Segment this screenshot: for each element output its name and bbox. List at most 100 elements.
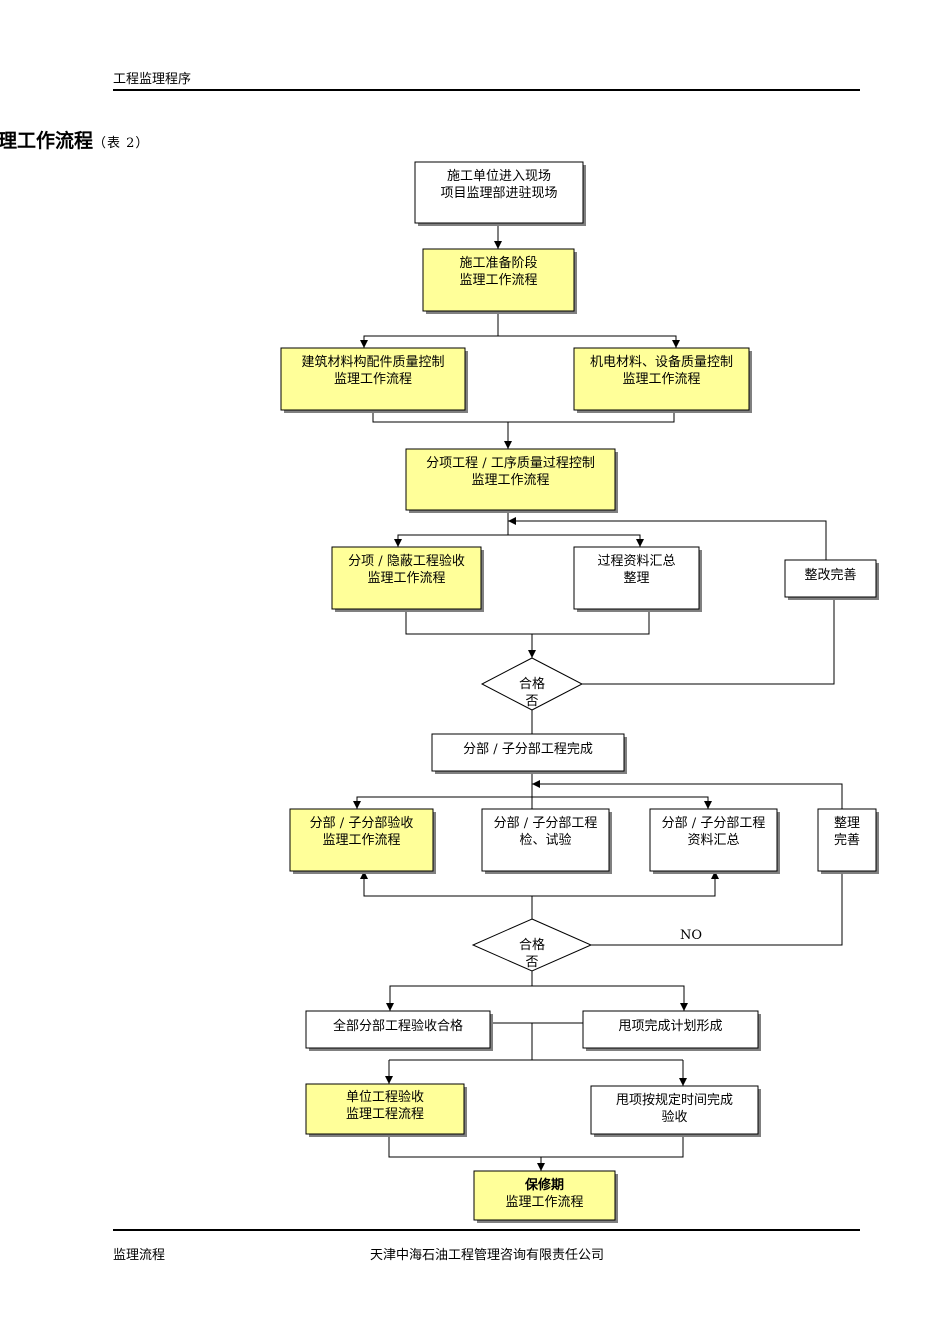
rectify-2-line-1: 整理: [834, 816, 860, 831]
building-material-line-2: 监理工作流程: [334, 372, 412, 387]
pending-done-line-1: 甩项按规定时间完成: [616, 1093, 733, 1108]
division-accept-box: [289, 808, 434, 872]
prep-stage-line-2: 监理工作流程: [459, 273, 537, 288]
enter-site-line-1: 施工单位进入现场: [447, 169, 551, 184]
qualified-2-line-2: 否: [525, 955, 538, 970]
node-division-complete: 分部 / 子分部工程完成: [431, 733, 627, 774]
subitem-process-line-2: 监理工作流程: [471, 473, 549, 488]
no-label: NO: [680, 928, 702, 943]
unit-accept-line-1: 单位工程验收: [346, 1089, 424, 1105]
building-material-box: [280, 347, 466, 411]
subitem-process-box: [405, 448, 616, 511]
pending-plan-box: [582, 1010, 759, 1049]
node-rectify: 整改完善: [784, 559, 879, 600]
pending-plan-line-1: 甩项完成计划形成: [618, 1019, 722, 1034]
connector-11: [582, 597, 835, 685]
connector-9: [405, 609, 650, 635]
division-accept-line-1: 分部 / 子分部验收: [310, 815, 414, 831]
connector-13: [353, 771, 533, 809]
mep-material-line-1: 机电材料、设备质量控制: [590, 354, 733, 370]
rectify-box: [784, 559, 877, 598]
pending-done-line-2: 验收: [661, 1109, 687, 1125]
node-pending-plan: 甩项完成计划形成: [582, 1010, 761, 1051]
connector-6: [394, 510, 509, 547]
process-docs-line-1: 过程资料汇总: [597, 554, 675, 569]
header-text: 工程监理程序: [113, 72, 192, 87]
footer-rule: [113, 1229, 860, 1231]
connector-20: [386, 971, 533, 1011]
qualified-1-line-1: 合格: [519, 676, 545, 692]
decision-qualified-2: 合格否: [471, 918, 593, 972]
subitem-process-line-1: 分项工程 / 工序质量过程控制: [426, 456, 595, 471]
process-docs-line-2: 整理: [623, 571, 649, 586]
process-docs-box: [573, 546, 700, 610]
page-title: 理工作流程（表 2）: [0, 126, 149, 153]
enter-site-line-2: 项目监理部进驻现场: [440, 186, 557, 201]
connector-27: [388, 1134, 684, 1158]
division-accept-line-2: 监理工作流程: [322, 833, 400, 848]
title-main: 理工作流程: [0, 130, 94, 152]
connector-2: [360, 311, 499, 348]
building-material-line-1: 建筑材料构配件质量控制: [301, 354, 444, 370]
footer-company: 天津中海石油工程管理咨询有限责任公司: [370, 1248, 605, 1263]
connector-7: [508, 534, 644, 547]
pending-done-box: [590, 1085, 759, 1135]
enter-site-box: [414, 161, 584, 224]
connector-3: [498, 335, 680, 348]
subitem-hidden-line-1: 分项 / 隐蔽工程验收: [348, 553, 465, 569]
node-all-qualified: 全部分部工程验收合格: [305, 1010, 493, 1051]
subitem-hidden-line-2: 监理工作流程: [367, 571, 445, 586]
footer-left: 监理流程: [113, 1248, 166, 1263]
connectors: [353, 223, 843, 1171]
warranty-line-2: 监理工作流程: [505, 1195, 583, 1210]
title-sub: （表 2）: [93, 136, 150, 151]
division-docs-line-2: 资料汇总: [687, 833, 739, 848]
qualified-2-line-1: 合格: [519, 937, 545, 953]
division-docs-box: [649, 808, 778, 872]
division-test-line-2: 检、试验: [519, 832, 571, 848]
connector-21: [532, 985, 688, 1011]
division-complete-line-1: 分部 / 子分部工程完成: [463, 742, 593, 757]
connector-4: [372, 410, 675, 423]
connector-17: [360, 871, 533, 919]
warranty-line-1: 保修期: [524, 1177, 564, 1193]
header-rule: [113, 89, 860, 91]
warranty-box: [473, 1170, 616, 1221]
division-test-box: [481, 808, 610, 872]
unit-accept-line-2: 监理工程流程: [346, 1107, 424, 1122]
division-complete-box: [431, 733, 625, 772]
subitem-hidden-box: [331, 546, 482, 610]
shapes: 施工单位进入现场项目监理部进驻现场施工准备阶段监理工作流程建筑材料构配件质量控制…: [280, 161, 879, 1223]
qualified-1-diamond: [480, 657, 584, 711]
connector-16: [532, 780, 843, 809]
unit-accept-box: [305, 1083, 465, 1135]
rectify-line-1: 整改完善: [804, 567, 856, 583]
connector-8: [508, 517, 827, 560]
rectify-2-line-2: 完善: [834, 832, 860, 848]
mep-material-box: [573, 347, 750, 411]
mep-material-line-2: 监理工作流程: [622, 372, 700, 387]
prep-stage-line-1: 施工准备阶段: [459, 255, 537, 271]
prep-stage-box: [422, 248, 575, 312]
decision-qualified-1: 合格否: [480, 657, 584, 711]
all-qualified-box: [305, 1010, 491, 1049]
qualified-1-line-2: 否: [525, 694, 538, 709]
connector-14: [532, 796, 712, 809]
connector-18: [532, 871, 719, 897]
division-docs-line-1: 分部 / 子分部工程: [662, 816, 766, 831]
